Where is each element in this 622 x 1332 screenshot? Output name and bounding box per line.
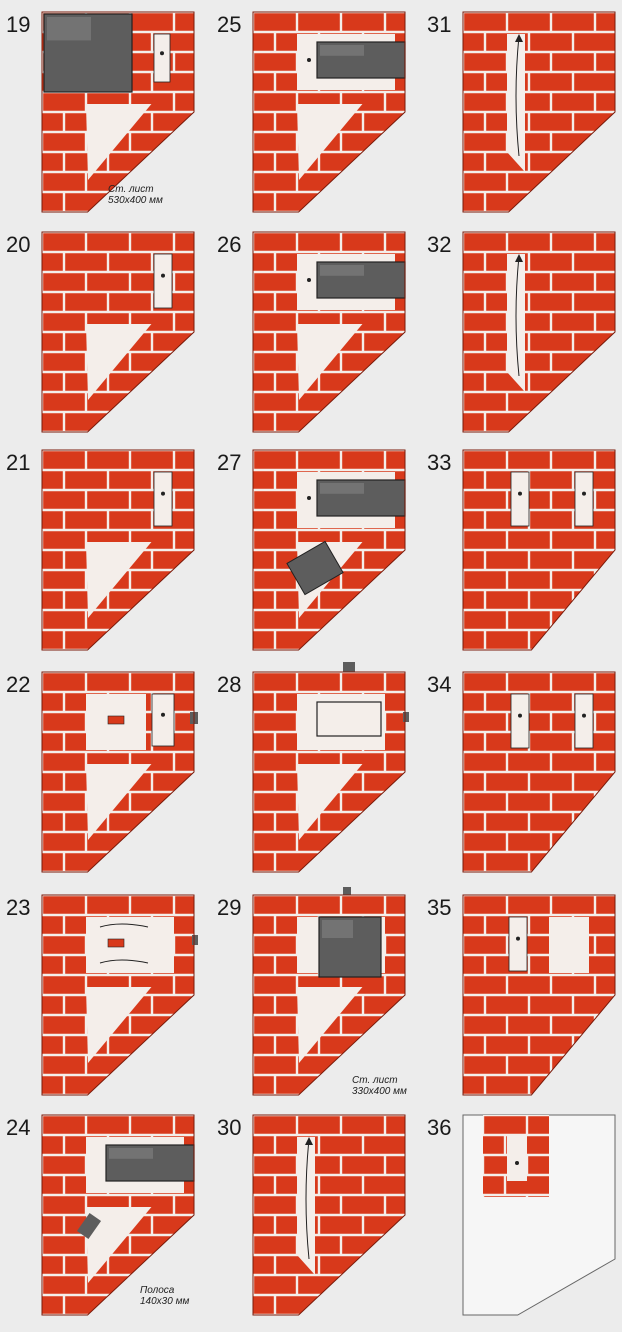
- panel-25: [252, 11, 406, 213]
- panel-28: [252, 662, 409, 873]
- annotation-line2: 330x400 мм: [352, 1086, 407, 1097]
- panel-number: 36: [427, 1115, 452, 1140]
- panel-21: [41, 449, 195, 651]
- panel-30: [252, 1114, 406, 1316]
- panel-number: 35: [427, 895, 452, 920]
- annotation-line2: 530x400 мм: [108, 195, 163, 206]
- panel-19: [41, 11, 195, 213]
- panel-number: 26: [217, 232, 242, 257]
- panel-34: [462, 671, 616, 873]
- panel-number: 30: [217, 1115, 242, 1140]
- panel-number: 19: [6, 12, 31, 37]
- panel-36: [462, 1114, 616, 1316]
- panel-20: [41, 231, 195, 433]
- panel-number: 28: [217, 672, 242, 697]
- panel-number: 22: [6, 672, 31, 697]
- annotation-line1: Ст. лист: [108, 184, 154, 195]
- panel-number: 33: [427, 450, 452, 475]
- panel-29: [252, 887, 406, 1096]
- annotation-line1: Ст. лист: [352, 1075, 398, 1086]
- panel-32: [462, 231, 616, 433]
- panel-26: [252, 231, 406, 433]
- panel-23: [41, 894, 198, 1096]
- annotation-line2: 140x30 мм: [140, 1296, 190, 1307]
- panel-number: 21: [6, 450, 31, 475]
- panel-number: 29: [217, 895, 242, 920]
- panel-number: 32: [427, 232, 452, 257]
- panel-27: [252, 449, 406, 651]
- panel-22: [41, 671, 198, 873]
- annotation-line1: Полоса: [140, 1285, 175, 1296]
- panel-35: [462, 894, 616, 1096]
- panel-number: 25: [217, 12, 242, 37]
- panel-33: [462, 449, 616, 651]
- panel-31: [462, 11, 616, 213]
- panel-number: 20: [6, 232, 31, 257]
- panel-number: 24: [6, 1115, 31, 1140]
- panel-number: 34: [427, 672, 452, 697]
- panel-number: 23: [6, 895, 31, 920]
- panel-number: 27: [217, 450, 242, 475]
- panel-number: 31: [427, 12, 452, 37]
